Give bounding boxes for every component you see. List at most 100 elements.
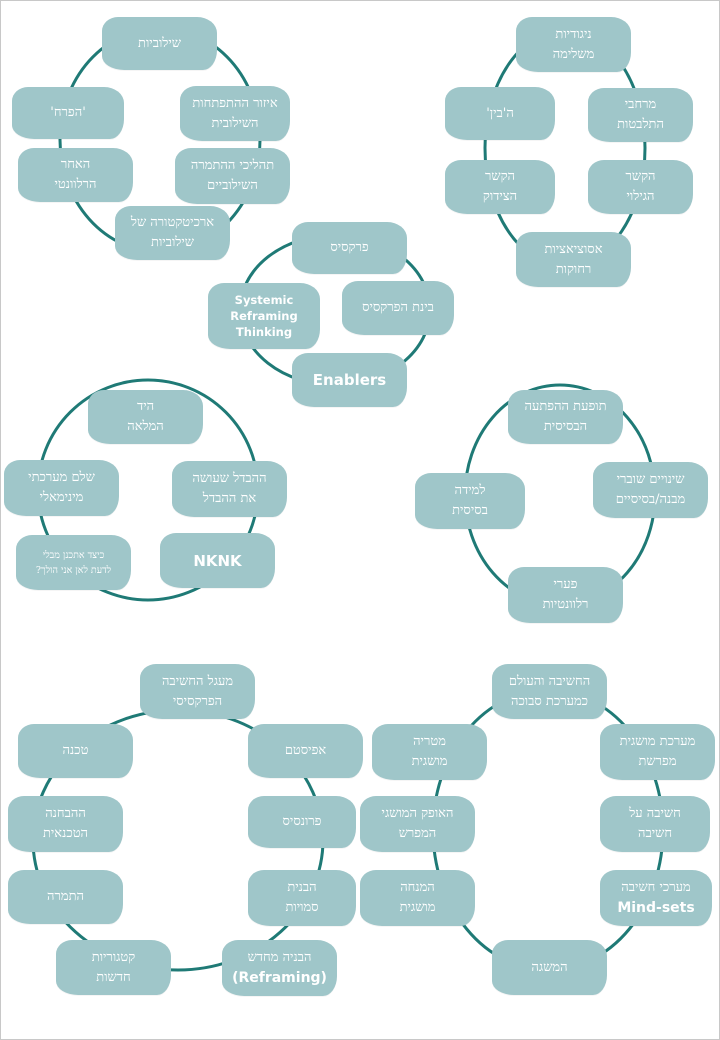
node-label: Thinking bbox=[235, 325, 293, 339]
node-techne[interactable]: טכנה bbox=[18, 724, 133, 778]
node-epistem[interactable]: אפיסטם bbox=[248, 724, 363, 778]
node-label: רחוקות bbox=[555, 261, 592, 277]
node-label: בינת הפרקסיס bbox=[362, 300, 434, 315]
node-label: האחר bbox=[60, 157, 91, 172]
node-label: כמערכת סבוכה bbox=[510, 693, 589, 709]
node-label: המפרש bbox=[398, 826, 437, 841]
node-label: Reframing bbox=[230, 309, 298, 323]
node-label: השילובית bbox=[211, 115, 259, 131]
node-label: המלאה bbox=[127, 419, 164, 434]
node-label: החשיבה והעולם bbox=[508, 673, 591, 689]
node-chashiva-al-chashiva[interactable]: חשיבה על חשיבה bbox=[600, 796, 710, 852]
node-label: הגילוי bbox=[626, 189, 655, 204]
node-label: חדשות bbox=[96, 969, 131, 985]
node-label: 'הפרח' bbox=[50, 105, 86, 120]
node-label: מושגית bbox=[399, 900, 436, 915]
node-label: ההבדל שעושה bbox=[192, 471, 267, 486]
node-label: המשגה bbox=[531, 959, 568, 975]
node-label: NKNK bbox=[193, 551, 242, 570]
node-ezor-hahitpatchut[interactable]: איזור ההתפתחות השילובית bbox=[180, 86, 290, 141]
node-label: אפיסטם bbox=[284, 743, 327, 758]
node-frunesis[interactable]: פרונסיס bbox=[248, 796, 356, 848]
node-label: רלוונטיות bbox=[542, 597, 589, 612]
node-kesher-hagilui[interactable]: הקשר הגילוי bbox=[588, 160, 693, 214]
node-label: מערכי חשיבה bbox=[621, 880, 691, 895]
node-architectura[interactable]: ארכיטקטורה של שילוביות bbox=[115, 206, 230, 260]
node-hamanche-musagit[interactable]: המנחה מושגית bbox=[360, 870, 475, 926]
node-kesher-hatziduk[interactable]: הקשר הצידוק bbox=[445, 160, 555, 214]
node-label: פרקסיס bbox=[330, 240, 369, 255]
node-label: הפרקסיסי bbox=[172, 693, 223, 709]
node-label: מפרשת bbox=[638, 754, 677, 769]
node-label: Systemic bbox=[234, 293, 294, 307]
node-shiluviut[interactable]: שילוביות bbox=[102, 17, 217, 70]
node-binat-hapraxis[interactable]: בינת הפרקסיס bbox=[342, 281, 454, 335]
node-hahevdel[interactable]: ההבדל שעושה את ההבדל bbox=[172, 461, 287, 517]
node-label: מבנה/בסיסיים bbox=[615, 492, 686, 507]
node-tmura[interactable]: התמרה bbox=[8, 870, 123, 924]
node-habein[interactable]: ה'בין' bbox=[445, 87, 555, 140]
node-label: ניגודיות bbox=[555, 26, 592, 42]
node-label: התמרה bbox=[47, 889, 84, 904]
node-label: מינימאלי bbox=[39, 490, 84, 505]
node-label: למידה bbox=[454, 483, 486, 498]
node-label: את ההבדל bbox=[202, 491, 257, 506]
node-label: אסוציאציות bbox=[544, 241, 603, 257]
node-label: שלם מערכתי bbox=[28, 470, 95, 485]
node-label: סמויות bbox=[285, 900, 319, 915]
node-label: הטכנאית bbox=[42, 826, 89, 841]
node-label: כיצד אתכנן מבלי bbox=[42, 549, 105, 561]
node-haofek-hamusagi[interactable]: האופק המושגי המפרש bbox=[360, 796, 475, 852]
node-label: היד bbox=[136, 399, 155, 414]
node-merchavei-hitlabtut[interactable]: מרחבי התלבטות bbox=[588, 88, 693, 142]
node-maarechet-musagit[interactable]: מערכת מושגית מפרשת bbox=[600, 724, 715, 780]
node-asotziatziot[interactable]: אסוציאציות רחוקות bbox=[516, 232, 631, 287]
node-label: חשיבה על bbox=[629, 806, 681, 821]
node-label: (Reframing) bbox=[232, 970, 327, 986]
node-label: שילוביות bbox=[151, 235, 194, 250]
node-label: מרחבי bbox=[624, 97, 657, 112]
node-label: הקשר bbox=[484, 169, 516, 184]
node-label: ארכיטקטורה של bbox=[130, 215, 215, 230]
node-havnaya-mechadash[interactable]: הבניה מחדש (Reframing) bbox=[222, 940, 337, 996]
node-shalem-maarachti[interactable]: שלם מערכתי מינימאלי bbox=[4, 460, 119, 516]
node-hamsaga[interactable]: המשגה bbox=[492, 940, 607, 995]
node-label: פרונסיס bbox=[282, 814, 322, 829]
node-praxis[interactable]: פרקסיס bbox=[292, 222, 407, 274]
node-pearei-relevantiut[interactable]: פערי רלוונטיות bbox=[508, 567, 623, 623]
node-hachashiva-vehaolam[interactable]: החשיבה והעולם כמערכת סבוכה bbox=[492, 664, 607, 719]
node-nknk[interactable]: NKNK bbox=[160, 533, 275, 588]
node-haacher-harelevanti[interactable]: האחר הרלוונטי bbox=[18, 148, 133, 202]
node-label: התלבטות bbox=[617, 117, 664, 132]
node-label: חשיבה bbox=[637, 826, 673, 841]
node-label: הקשר bbox=[625, 169, 656, 184]
node-label: האופק המושגי bbox=[381, 806, 454, 821]
node-label: תופעת ההפתעה bbox=[524, 399, 607, 414]
node-label: הבניה מחדש bbox=[247, 950, 312, 965]
node-label: הצידוק bbox=[482, 189, 518, 204]
node-label: מושגית bbox=[411, 754, 448, 769]
node-label: איזור ההתפתחות bbox=[192, 95, 278, 111]
node-label: מערכת מושגית bbox=[619, 734, 696, 749]
node-label: טכנה bbox=[62, 743, 89, 758]
node-label: הרלוונטי bbox=[54, 177, 97, 192]
node-label: המנחה bbox=[400, 880, 435, 895]
node-hayad-hamlea[interactable]: היד המלאה bbox=[88, 390, 203, 444]
node-haprach[interactable]: 'הפרח' bbox=[12, 87, 124, 139]
node-lemida-bsisit[interactable]: למידה בסיסית bbox=[415, 473, 525, 529]
node-label: בסיסית bbox=[452, 503, 488, 518]
node-enablers[interactable]: Enablers bbox=[292, 353, 407, 407]
node-label: פערי bbox=[553, 577, 578, 592]
